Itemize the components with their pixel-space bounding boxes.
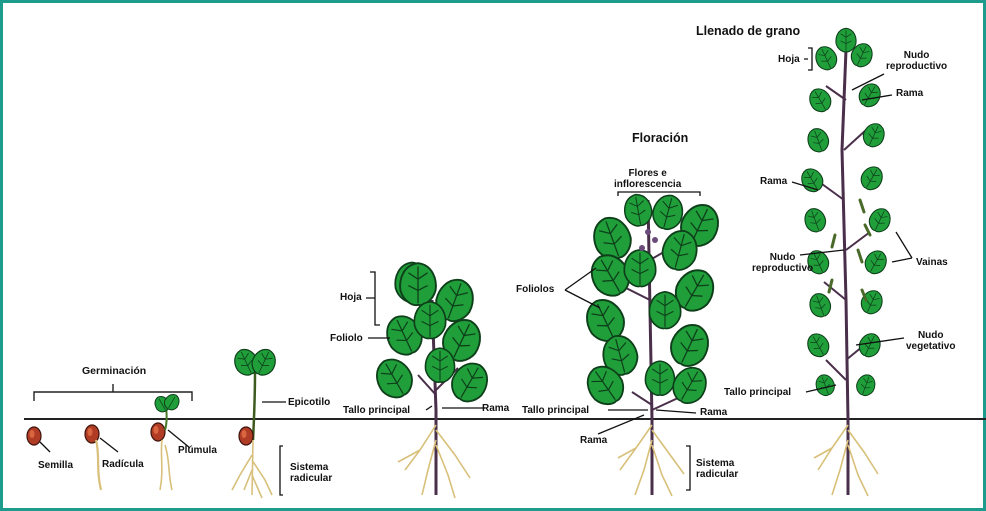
label-sistema-radicular-2: Sistema radicular [696,458,738,480]
seed-radicula [85,425,101,490]
seed-plumula [151,392,182,490]
label-rama-4: Rama [896,88,923,99]
label-semilla: Semilla [38,460,73,471]
title-floracion: Floración [632,131,688,145]
label-nudo-reproductivo-1: Nudo reproductivo [886,50,947,72]
label-vainas: Vainas [916,257,948,268]
plant-floracion [580,192,725,496]
label-rama-2: Rama [700,407,727,418]
seed-semilla [27,427,41,445]
label-rama-3: Rama [580,435,607,446]
label-foliolo: Foliolo [330,333,363,344]
label-rama-5: Rama [760,176,787,187]
title-germinacion: Germinación [82,366,146,377]
label-flores-inflorescencia: Flores e inflorescencia [614,168,681,190]
label-tallo-principal-2: Tallo principal [522,405,589,416]
label-nudo-vegetativo: Nudo vegetativo [906,330,955,352]
title-llenado: Llenado de grano [696,24,800,38]
label-hoja: Hoja [340,292,362,303]
label-rama-1: Rama [482,403,509,414]
label-epicotilo: Epicotilo [288,397,330,408]
label-radicula: Radícula [102,459,144,470]
label-plumula: Plúmula [178,445,217,456]
label-hoja-2: Hoja [778,54,800,65]
label-nudo-reproductivo-2: Nudo reproductivo [752,252,813,274]
label-tallo-principal-3: Tallo principal [724,387,791,398]
label-tallo-principal-1: Tallo principal [343,405,410,416]
label-sistema-radicular-1: Sistema radicular [290,462,332,484]
label-foliolos: Foliolos [516,284,554,295]
plant-emergencia [230,345,279,498]
plant-vegetativo [370,263,495,499]
